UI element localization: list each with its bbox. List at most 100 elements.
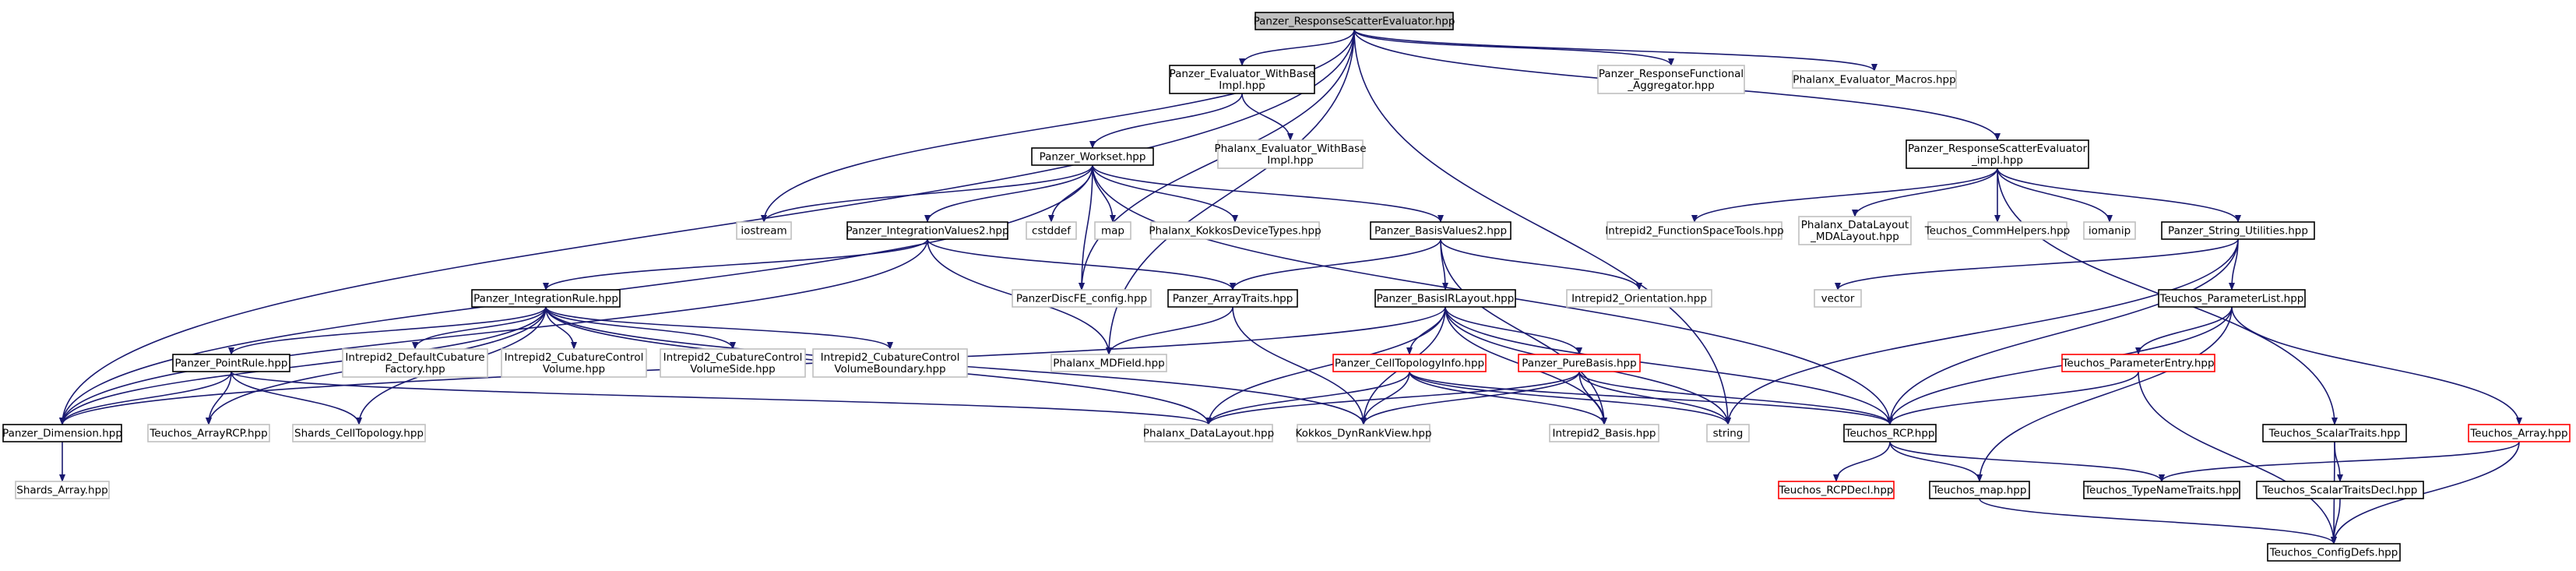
node-label: Intrepid2_CubatureControl xyxy=(505,351,644,364)
node-respfuncagg: Panzer_ResponseFunctional_Aggregator.hpp xyxy=(1597,65,1745,94)
node-cubvolbnd: Intrepid2_CubatureControlVolumeBoundary.… xyxy=(812,348,968,378)
node-label: Panzer_Dimension.hpp xyxy=(2,428,122,440)
node-paramlist[interactable]: Teuchos_ParameterList.hpp xyxy=(2158,289,2306,308)
node-box xyxy=(1778,481,1895,499)
edge-tarray-to-configdefs xyxy=(2331,441,2520,545)
node-commhelpers: Teuchos_CommHelpers.hpp xyxy=(1924,221,2070,240)
node-box xyxy=(15,481,110,499)
node-box xyxy=(2262,424,2407,442)
file-nodes: Panzer_ResponseScatterEvaluator.hppPanze… xyxy=(2,12,2571,562)
node-celltopo[interactable]: Panzer_CellTopologyInfo.hpp xyxy=(1332,354,1487,372)
node-box xyxy=(846,221,1008,240)
node-box xyxy=(1906,139,2089,169)
node-rcp[interactable]: Teuchos_RCP.hpp xyxy=(1843,424,1937,442)
edge-paramentry-to-rcp xyxy=(1887,371,2139,425)
node-arrayrcp: Teuchos_ArrayRCP.hpp xyxy=(147,424,270,442)
node-label: VolumeSide.hpp xyxy=(690,363,775,375)
node-dynrank: Kokkos_DynRankView.hpp xyxy=(1295,424,1432,442)
node-datalayout: Phalanx_DataLayout.hpp xyxy=(1143,424,1274,442)
node-shardstopo: Shards_CellTopology.hpp xyxy=(292,424,426,442)
edge-celltopo-to-intbasis xyxy=(1409,371,1607,425)
node-box xyxy=(1031,147,1154,166)
node-box xyxy=(1255,12,1454,30)
node-box xyxy=(1217,139,1364,169)
node-box xyxy=(1843,424,1937,442)
node-pointrule[interactable]: Panzer_PointRule.hpp xyxy=(172,354,290,372)
node-box xyxy=(2158,289,2306,308)
node-purebasis[interactable]: Panzer_PureBasis.hpp xyxy=(1518,354,1641,372)
edge-root-to-evalwbi xyxy=(1239,29,1355,66)
node-box xyxy=(342,348,488,378)
node-tarray[interactable]: Teuchos_Array.hpp xyxy=(2468,424,2571,442)
node-box xyxy=(1814,289,1862,308)
edge-root-to-respfuncagg xyxy=(1353,29,1674,66)
node-stdecl[interactable]: Teuchos_ScalarTraitsDecl.hpp xyxy=(2256,481,2424,499)
node-string: string xyxy=(1706,424,1750,442)
node-label: Phalanx_Evaluator_WithBase xyxy=(1214,143,1366,155)
node-scalartraits[interactable]: Teuchos_ScalarTraits.hpp xyxy=(2262,424,2407,442)
node-label: Volume.hpp xyxy=(543,363,605,375)
node-strutil[interactable]: Panzer_String_Utilities.hpp xyxy=(2161,221,2315,240)
node-tmap[interactable]: Teuchos_map.hpp xyxy=(1929,481,2030,499)
node-box xyxy=(1792,70,1957,89)
node-label: Panzer_PureBasis.hpp xyxy=(1522,358,1636,370)
node-label: Intrepid2_DefaultCubature xyxy=(345,351,484,364)
node-intrule[interactable]: Panzer_IntegrationRule.hpp xyxy=(471,289,621,308)
node-label: _impl.hpp xyxy=(1971,154,2023,167)
node-label: Phalanx_DataLayout.hpp xyxy=(1143,428,1274,440)
node-intbasis: Intrepid2_Basis.hpp xyxy=(1549,424,1659,442)
node-box xyxy=(1518,354,1641,372)
edge-rseimpl-to-fstools xyxy=(1691,167,1998,223)
node-typename[interactable]: Teuchos_TypeNameTraits.hpp xyxy=(2083,481,2240,499)
node-configdefs[interactable]: Teuchos_ConfigDefs.hpp xyxy=(2267,543,2401,562)
edge-paramlist-to-tmap xyxy=(1976,306,2233,482)
edge-intrule-to-pointrule xyxy=(228,306,547,355)
edge-intrule-to-cubvol xyxy=(545,306,577,350)
edge-intrule-to-cubvolbnd xyxy=(545,306,893,350)
edge-rcp-to-rcpdecl xyxy=(1833,441,1891,482)
node-arraytraits[interactable]: Panzer_ArrayTraits.hpp xyxy=(1167,289,1298,308)
node-label: iomanip xyxy=(2089,225,2131,238)
edge-root-to-dimension xyxy=(59,29,1355,425)
node-box xyxy=(1144,424,1273,442)
edge-basisvals2-to-arraytraits xyxy=(1230,238,1441,291)
node-box xyxy=(812,348,968,378)
node-label: Intrepid2_Orientation.hpp xyxy=(1571,293,1707,305)
node-box xyxy=(2468,424,2571,442)
edge-intvals2-to-arraytraits xyxy=(927,238,1236,291)
node-rcpdecl[interactable]: Teuchos_RCPDecl.hpp xyxy=(1778,481,1895,499)
edge-workset-to-intvals2 xyxy=(924,164,1093,223)
node-label: Panzer_ResponseScatterEvaluator xyxy=(1908,143,2088,155)
node-orientation: Intrepid2_Orientation.hpp xyxy=(1566,289,1712,308)
node-basisvals2[interactable]: Panzer_BasisValues2.hpp xyxy=(1370,221,1511,240)
node-paramentry[interactable]: Teuchos_ParameterEntry.hpp xyxy=(2061,354,2215,372)
node-box xyxy=(1094,221,1131,240)
node-dimension[interactable]: Panzer_Dimension.hpp xyxy=(2,424,122,442)
node-shardsarray: Shards_Array.hpp xyxy=(15,481,110,499)
node-kokkosdev: Phalanx_KokkosDeviceTypes.hpp xyxy=(1149,221,1321,240)
node-box xyxy=(1597,65,1745,94)
edge-pointrule-to-shardstopo xyxy=(231,371,362,425)
node-box xyxy=(1026,221,1077,240)
node-label: Impl.hpp xyxy=(1267,154,1313,167)
edge-arraytraits-to-mdfield xyxy=(1106,306,1233,355)
edge-intrule-to-cubvolside xyxy=(545,306,736,350)
node-rseimpl[interactable]: Panzer_ResponseScatterEvaluator_impl.hpp xyxy=(1906,139,2089,169)
node-basisirl[interactable]: Panzer_BasisIRLayout.hpp xyxy=(1374,289,1516,308)
edge-intvals2-to-intrule xyxy=(543,238,928,291)
edge-workset-to-map xyxy=(1092,164,1116,223)
edge-tarray-to-typename xyxy=(2159,441,2520,482)
node-workset[interactable]: Panzer_Workset.hpp xyxy=(1031,147,1154,166)
edge-intrule-to-defcub xyxy=(412,306,547,350)
node-iostream: iostream xyxy=(736,221,792,240)
edge-basisirl-to-datalayout xyxy=(1205,306,1446,425)
edge-purebasis-to-datalayout xyxy=(1205,371,1580,425)
node-label: Panzer_Workset.hpp xyxy=(1040,151,1146,164)
node-label: Phalanx_KokkosDeviceTypes.hpp xyxy=(1149,225,1321,238)
node-root[interactable]: Panzer_ResponseScatterEvaluator.hpp xyxy=(1254,12,1455,30)
node-box xyxy=(292,424,426,442)
node-intvals2[interactable]: Panzer_IntegrationValues2.hpp xyxy=(846,221,1009,240)
